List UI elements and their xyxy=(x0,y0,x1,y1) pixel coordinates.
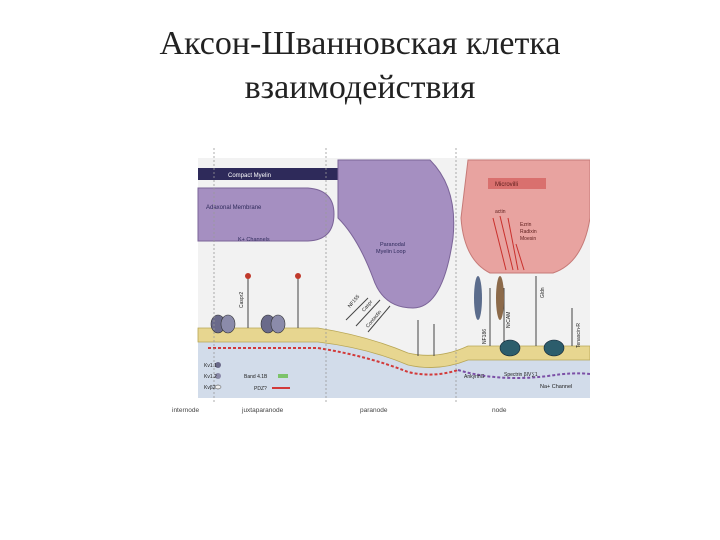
label-microvilli: Microvilli xyxy=(495,182,518,188)
myelin-paranodal-loop xyxy=(337,159,455,309)
label-compact-myelin: Compact Myelin xyxy=(228,173,271,179)
band41b-icon xyxy=(278,374,288,378)
na-channels xyxy=(499,339,565,357)
region-juxtaparanode: juxtaparanode xyxy=(241,407,284,414)
region-node: node xyxy=(492,407,507,414)
label-tenascin-r: Tenascin-R xyxy=(576,323,582,348)
compact-myelin-bar xyxy=(198,168,338,180)
caspr2-head-1 xyxy=(245,273,251,279)
paranode-stalks xyxy=(417,320,435,356)
caspr2-proteins xyxy=(247,278,299,328)
label-paranodal-line2: Myelin Loop xyxy=(376,249,406,255)
spectrin-line xyxy=(457,369,590,379)
label-spectrin: Spectrin βIV∑1 xyxy=(504,372,538,378)
label-nrcam: NrCAM xyxy=(506,312,512,328)
legend-pdz: PDZ? xyxy=(254,386,267,392)
legend-kv12: Kv1.2 xyxy=(204,374,217,380)
axolemma xyxy=(197,327,590,368)
label-erm-ezrin: Ezrin xyxy=(520,222,532,228)
label-ankyrin-g: AnkyrinG xyxy=(464,374,485,380)
label-paranodal-loop: Paranodal Myelin Loop xyxy=(376,242,407,255)
region-internode: internode xyxy=(172,407,199,414)
actin-filaments xyxy=(492,215,525,271)
axon xyxy=(198,340,590,398)
paranodal-junction xyxy=(345,297,391,333)
slide-title-line-1: Аксон-Шванновская клетка xyxy=(159,25,561,62)
label-paranodal-line1: Paranodal xyxy=(380,242,405,248)
slide-title-line-2: взаимодействия xyxy=(244,69,476,106)
region-paranode: paranode xyxy=(360,407,388,414)
gldn-protein xyxy=(496,276,504,320)
label-k-channels: K+ Channels xyxy=(238,237,270,243)
legend-band41b: Band 4.1B xyxy=(244,374,268,380)
label-adaxonal-membrane: Adaxonal Membrane xyxy=(206,205,262,211)
label-erm-moesin: Moesin xyxy=(520,236,536,242)
legend-kv11: Kv1.1 xyxy=(204,363,217,369)
legend: Kv1.1 Kv1.2 Kvβ2 Band 4.1B PDZ? xyxy=(204,362,290,392)
kv11-icon xyxy=(215,362,221,368)
region-dividers xyxy=(213,148,457,404)
pdz-scaffold-line xyxy=(208,347,459,376)
legend-kvb2: Kvβ2 xyxy=(204,385,216,391)
label-nf186: NF186 xyxy=(482,329,488,344)
microvilli-tag xyxy=(488,178,546,189)
label-erm: Ezrin Radixin Moesin xyxy=(520,222,538,242)
axon-schwann-diagram: Compact Myelin Adaxonal Membrane K+ Chan… xyxy=(172,148,590,414)
kvb2-icon xyxy=(214,384,222,390)
myelin-internode xyxy=(197,187,335,242)
k-channel-cluster-1 xyxy=(210,314,236,334)
label-na-channel: Na+ Channel xyxy=(540,384,572,390)
node-adhesion-molecules xyxy=(489,276,573,346)
caspr2-head-2 xyxy=(295,273,301,279)
microvilli-region xyxy=(460,159,590,274)
kv12-icon xyxy=(215,373,221,379)
nf186-protein xyxy=(474,276,482,320)
label-erm-radixin: Radixin xyxy=(520,229,537,235)
k-channel-cluster-2 xyxy=(260,314,286,334)
label-actin: actin xyxy=(495,209,506,215)
label-gldn: Gldn xyxy=(540,287,546,298)
label-caspr2: Caspr2 xyxy=(239,292,245,308)
